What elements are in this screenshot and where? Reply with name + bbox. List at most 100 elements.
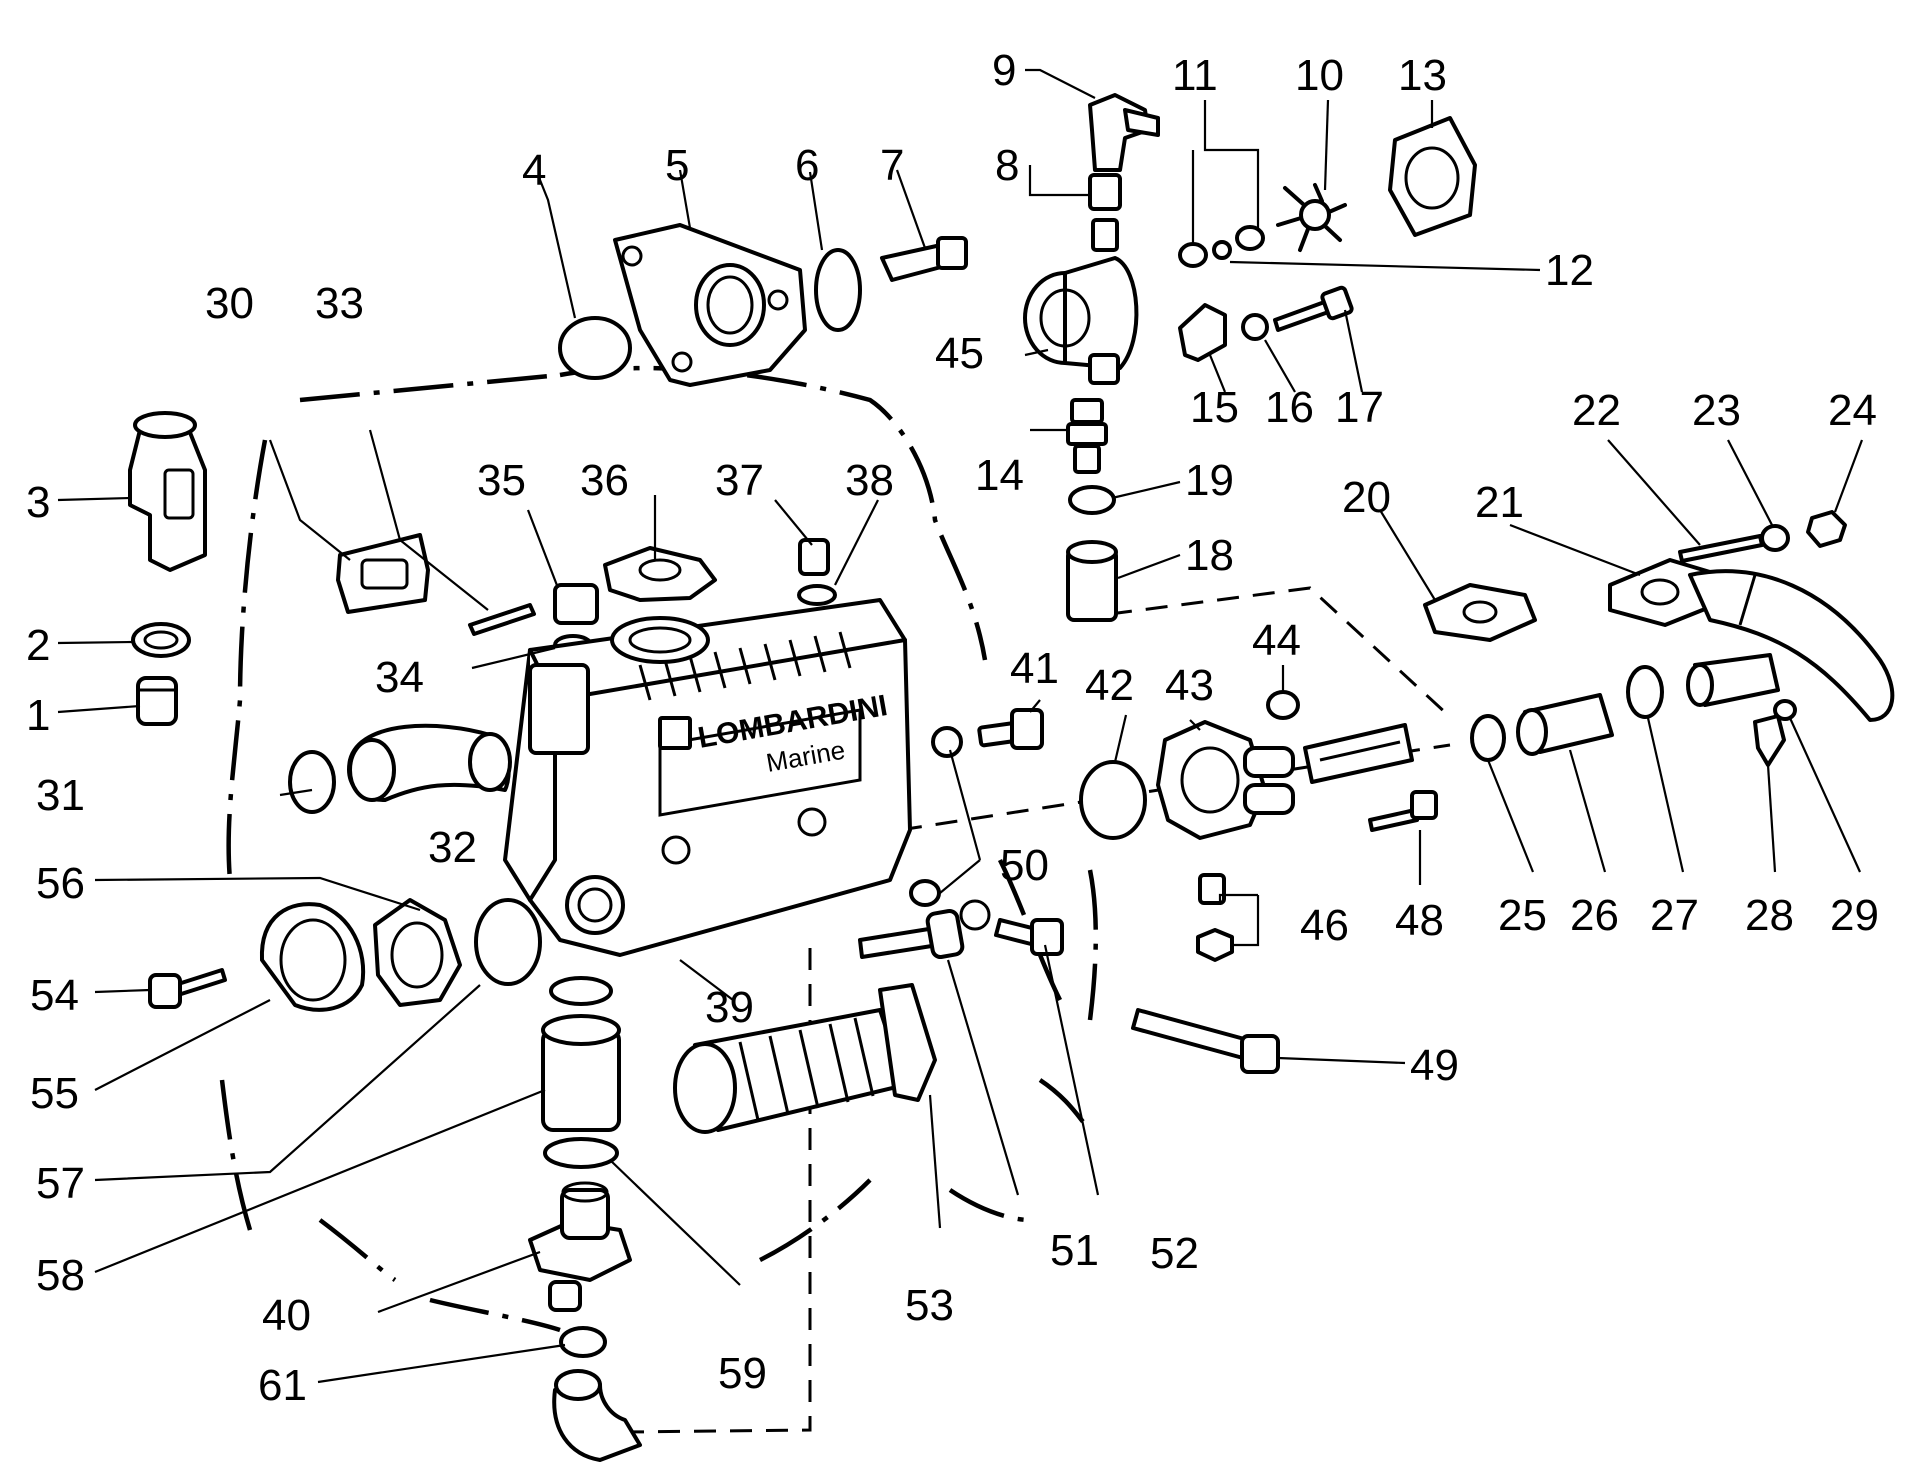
part-43-thermostat-housing — [1156, 720, 1295, 840]
part-28-plug — [1753, 714, 1786, 767]
part-8-nipple — [1088, 173, 1122, 252]
callout-20: 20 — [1342, 473, 1391, 522]
part-58-hose — [541, 976, 621, 1132]
callout-22: 22 — [1572, 386, 1621, 435]
part-17-screw — [1273, 285, 1354, 332]
callout-58: 58 — [36, 1251, 85, 1300]
part-55-end-cover — [259, 902, 366, 1012]
callout-labels: 1 2 3 4 5 6 7 8 9 10 11 12 13 14 15 16 1… — [26, 46, 1879, 1410]
callout-35: 35 — [477, 456, 526, 505]
callout-44: 44 — [1252, 616, 1301, 665]
part-19-clamp — [1068, 485, 1116, 515]
hose-section — [1303, 723, 1414, 784]
callout-1: 1 — [26, 691, 50, 740]
part-27-clamp — [1626, 665, 1664, 719]
callout-36: 36 — [580, 456, 629, 505]
callout-54: 54 — [30, 971, 79, 1020]
callout-21: 21 — [1475, 478, 1524, 527]
part-7-sensor — [880, 236, 968, 282]
callout-2: 2 — [26, 621, 50, 670]
callout-37: 37 — [715, 456, 764, 505]
callout-12: 12 — [1545, 246, 1594, 295]
callout-46: 46 — [1300, 901, 1349, 950]
callout-42: 42 — [1085, 661, 1134, 710]
part-39-cylinder-head — [503, 598, 912, 957]
callout-23: 23 — [1692, 386, 1741, 435]
callout-11: 11 — [1172, 51, 1218, 100]
callout-56: 56 — [36, 859, 85, 908]
callout-49: 49 — [1410, 1041, 1459, 1090]
part-53-heat-exchanger-core — [673, 983, 937, 1134]
part-2-clamp — [131, 622, 191, 658]
callout-28: 28 — [1745, 891, 1794, 940]
callout-32: 32 — [428, 823, 477, 872]
part-50-washers — [909, 726, 963, 907]
callout-45: 45 — [935, 329, 984, 378]
part-22-stud — [1678, 534, 1764, 563]
callout-57: 57 — [36, 1159, 85, 1208]
callout-61: 61 — [258, 1361, 307, 1410]
part-36-filler-cap — [603, 546, 717, 602]
part-33-rod — [468, 603, 536, 636]
part-41-banjo-bolt — [977, 708, 1044, 750]
part-15-cam — [1178, 303, 1227, 362]
callout-26: 26 — [1570, 891, 1619, 940]
part-51-banjo — [858, 899, 991, 960]
callout-8: 8 — [995, 141, 1019, 190]
part-21-exhaust-pipe — [1608, 558, 1895, 722]
part-13-cover-plate — [1388, 116, 1477, 237]
callout-53: 53 — [905, 1281, 954, 1330]
callout-19: 19 — [1185, 456, 1234, 505]
callout-51: 51 — [1050, 1226, 1099, 1275]
callout-27: 27 — [1650, 891, 1699, 940]
part-5-flange-plate — [613, 223, 807, 387]
callout-50: 50 — [1000, 841, 1049, 890]
callout-48: 48 — [1395, 896, 1444, 945]
part-40-thermostat-cover — [528, 1181, 632, 1312]
callout-59: 59 — [718, 1349, 767, 1398]
callout-4: 4 — [522, 146, 546, 195]
part-42-o-ring — [1079, 760, 1147, 840]
part-14-fitting — [1066, 398, 1108, 474]
part-37-plug — [798, 538, 830, 576]
hose-stub — [1686, 653, 1780, 707]
callout-38: 38 — [845, 456, 894, 505]
part-38-washer — [797, 584, 837, 606]
part-18-hose — [1066, 540, 1118, 622]
callout-10: 10 — [1295, 51, 1344, 100]
callout-15: 15 — [1190, 383, 1239, 432]
callout-39: 39 — [705, 983, 754, 1032]
part-29-washer — [1773, 699, 1797, 721]
callout-33: 33 — [315, 279, 364, 328]
part-57-o-ring — [474, 898, 542, 986]
callout-18: 18 — [1185, 531, 1234, 580]
part-49-long-bolt — [1131, 1008, 1280, 1074]
callout-43: 43 — [1165, 661, 1214, 710]
bottom-hose — [552, 1369, 642, 1462]
callout-17: 17 — [1335, 383, 1384, 432]
part-32-bent-hose — [347, 723, 512, 802]
leader-lines — [57, 68, 1864, 1384]
part-61-clamp — [559, 1326, 607, 1358]
part-30-gasket — [336, 533, 430, 614]
callout-14: 14 — [975, 451, 1024, 500]
part-52-bolt — [994, 918, 1064, 956]
part-45-pump-body — [1023, 256, 1139, 385]
callout-3: 3 — [26, 478, 50, 527]
part-10-impeller — [1276, 183, 1347, 252]
callout-9: 9 — [992, 46, 1016, 95]
callout-40: 40 — [262, 1291, 311, 1340]
part-12-small-ring — [1212, 240, 1232, 260]
callout-7: 7 — [880, 141, 904, 190]
callout-24: 24 — [1828, 386, 1877, 435]
callout-34: 34 — [375, 653, 424, 702]
part-26-hose — [1516, 693, 1614, 756]
part-56-gasket — [373, 898, 462, 1007]
part-31-clamp — [288, 750, 336, 814]
part-54-screw — [148, 968, 227, 1009]
part-25-clamp — [1470, 714, 1506, 762]
part-9-elbow-fitting — [1088, 93, 1160, 172]
part-1-plug — [136, 676, 178, 726]
part-24-nut — [1806, 510, 1847, 548]
